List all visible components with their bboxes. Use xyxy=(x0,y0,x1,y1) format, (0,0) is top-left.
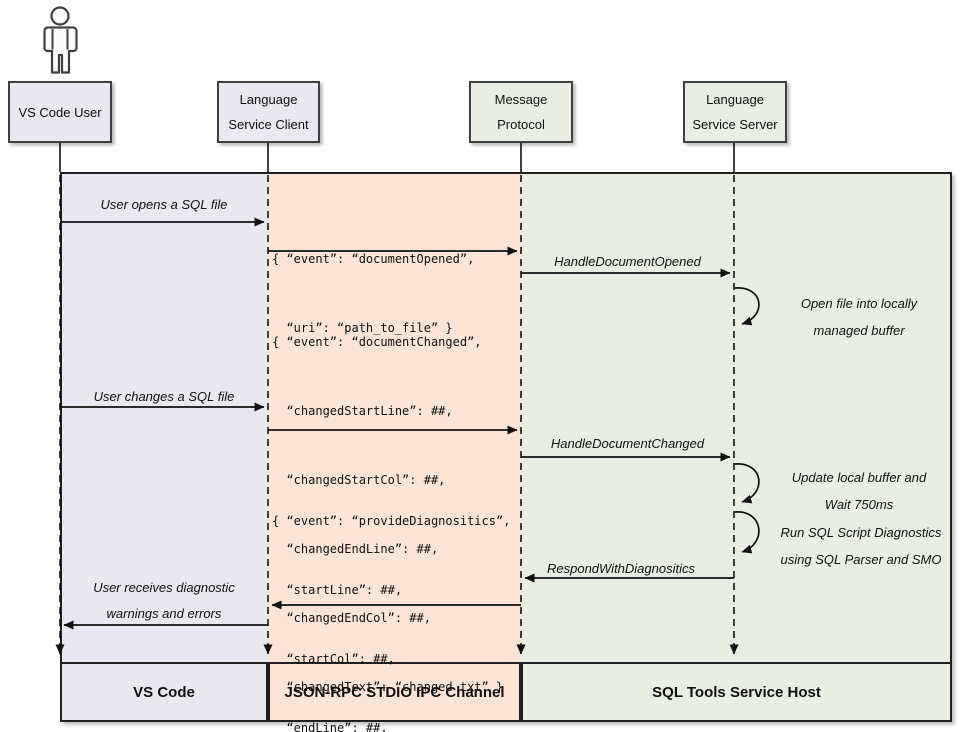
footer-label: VS Code xyxy=(133,683,195,701)
annotation-update-buffer: Update local buffer and Wait 750ms xyxy=(791,470,927,512)
actor-label: Protocol xyxy=(497,117,545,132)
lane-service-host xyxy=(521,172,952,722)
label-receive-diagnostics: User receives diagnostic warnings and er… xyxy=(93,580,235,621)
person-icon xyxy=(43,6,78,74)
actor-language-service-server: Language Service Server xyxy=(683,81,787,143)
annotation-open-buffer: Open file into locally managed buffer xyxy=(800,296,918,338)
lifeline-end-arrows xyxy=(55,644,739,655)
loop-run-diag xyxy=(734,511,760,554)
actor-label: Language xyxy=(706,92,764,107)
label-handle-doc-opened: HandleDocumentOpened xyxy=(554,254,701,269)
label-respond-diagnostics: RespondWithDiagnositics xyxy=(546,561,695,576)
loop-open-buffer xyxy=(734,287,760,326)
label-user-changes-file: User changes a SQL file xyxy=(93,389,235,404)
footer-sql-tools-service-host: SQL Tools Service Host xyxy=(521,662,952,722)
actor-label: Service Server xyxy=(692,117,778,132)
footer-vscode: VS Code xyxy=(60,662,268,722)
payload-document-opened: { “event”: “documentOpened”, “uri”: “pat… xyxy=(272,252,475,335)
payload-provide-diagnostics: { “event”: “provideDiagnositics”, “start… xyxy=(272,514,511,732)
actor-vscode-user: VS Code User xyxy=(8,81,112,143)
annotation-run-diagnostics: Run SQL Script Diagnostics using SQL Par… xyxy=(780,525,942,567)
label-handle-doc-changed: HandleDocumentChanged xyxy=(550,436,705,451)
label-user-opens-file: User opens a SQL file xyxy=(100,197,228,212)
loop-update-buffer xyxy=(734,463,760,504)
lifeline-connectors xyxy=(59,143,735,172)
footer-label: SQL Tools Service Host xyxy=(652,683,821,701)
actor-message-protocol: Message Protocol xyxy=(469,81,573,143)
footer-label: JSON-RPC STDIO IPC Channel xyxy=(284,683,505,701)
lifelines xyxy=(59,175,735,646)
footer-json-rpc-channel: JSON-RPC STDIO IPC Channel xyxy=(268,662,521,722)
payload-document-changed: { “event”: “documentChanged”, “changedSt… xyxy=(272,335,504,694)
message-arrows xyxy=(60,217,734,630)
actor-label: Service Client xyxy=(228,117,309,132)
lane-vscode xyxy=(60,172,268,722)
self-loops xyxy=(734,287,760,554)
actor-label: VS Code User xyxy=(18,104,102,120)
actor-label: Message xyxy=(494,92,548,107)
lane-ipc-channel xyxy=(268,172,521,722)
actor-label: Language xyxy=(239,92,298,107)
actor-language-service-client: Language Service Client xyxy=(217,81,320,143)
